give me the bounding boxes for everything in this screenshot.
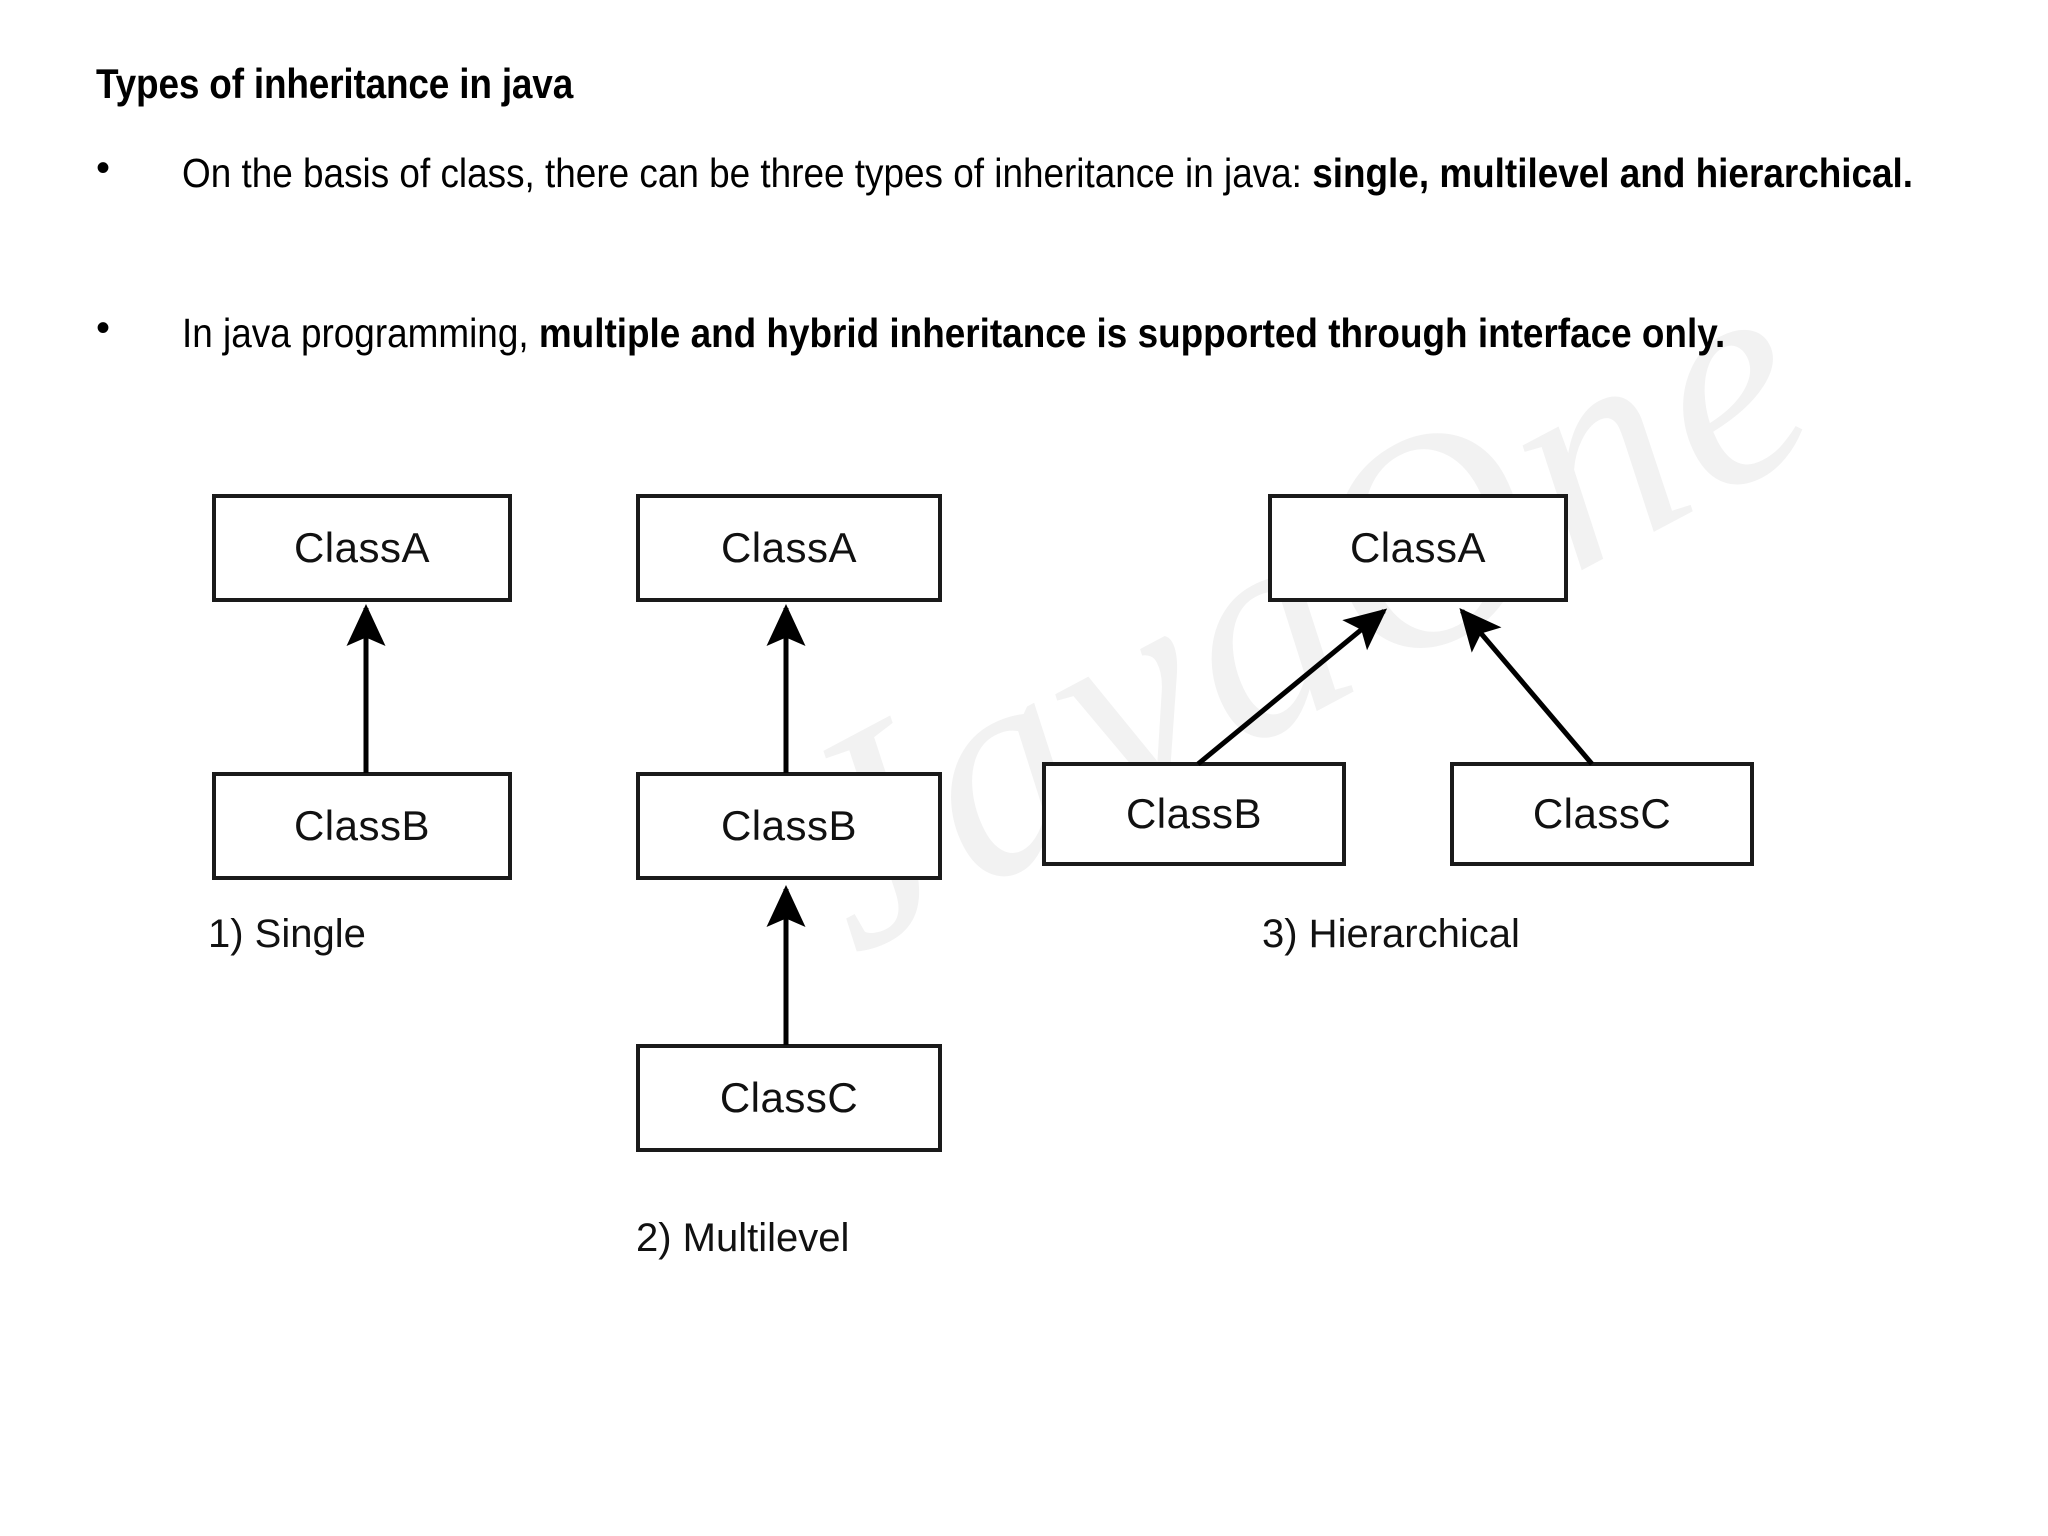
bullet-item-2: • In java programming, multiple and hybr… bbox=[96, 300, 1956, 366]
bullet-1-segment-bold: single, multilevel and hierarchical. bbox=[1312, 150, 1914, 196]
arrow-hierarchical-b-to-a bbox=[1196, 608, 1388, 766]
box-multilevel-classb[interactable]: ClassB bbox=[636, 772, 942, 880]
box-label: ClassA bbox=[1349, 524, 1487, 571]
bullet-2-segment-bold: multiple and hybrid inheritance is suppo… bbox=[538, 310, 1726, 356]
page-title: Types of inheritance in java bbox=[96, 60, 574, 107]
box-label: ClassA bbox=[720, 524, 858, 571]
box-hierarchical-classa[interactable]: ClassA bbox=[1268, 494, 1568, 602]
caption-hierarchical: 3) Hierarchical bbox=[1262, 912, 1520, 956]
bullet-marker-icon: • bbox=[96, 306, 111, 350]
box-label: ClassC bbox=[719, 1074, 859, 1121]
box-label: ClassB bbox=[1125, 790, 1263, 837]
bullet-1-text: On the basis of class, there can be thre… bbox=[182, 140, 1955, 206]
box-single-classa[interactable]: ClassA bbox=[212, 494, 512, 602]
arrow-hierarchical-c-to-a bbox=[1459, 607, 1594, 766]
box-multilevel-classc[interactable]: ClassC bbox=[636, 1044, 942, 1152]
box-single-classb[interactable]: ClassB bbox=[212, 772, 512, 880]
bullet-2-segment-normal: In java programming, bbox=[182, 310, 539, 356]
caption-multilevel: 2) Multilevel bbox=[636, 1216, 850, 1260]
box-label: ClassB bbox=[293, 802, 431, 849]
box-label: ClassB bbox=[720, 802, 858, 849]
bullet-2-text: In java programming, multiple and hybrid… bbox=[182, 300, 1955, 366]
bullet-item-1: • On the basis of class, there can be th… bbox=[96, 140, 1956, 206]
bullet-1-segment-normal: On the basis of class, there can be thre… bbox=[182, 150, 1313, 196]
caption-single: 1) Single bbox=[208, 912, 366, 956]
box-label: ClassA bbox=[293, 524, 431, 571]
box-hierarchical-classc[interactable]: ClassC bbox=[1450, 762, 1754, 866]
box-label: ClassC bbox=[1532, 790, 1672, 837]
box-multilevel-classa[interactable]: ClassA bbox=[636, 494, 942, 602]
box-hierarchical-classb[interactable]: ClassB bbox=[1042, 762, 1346, 866]
bullet-marker-icon: • bbox=[96, 146, 111, 190]
